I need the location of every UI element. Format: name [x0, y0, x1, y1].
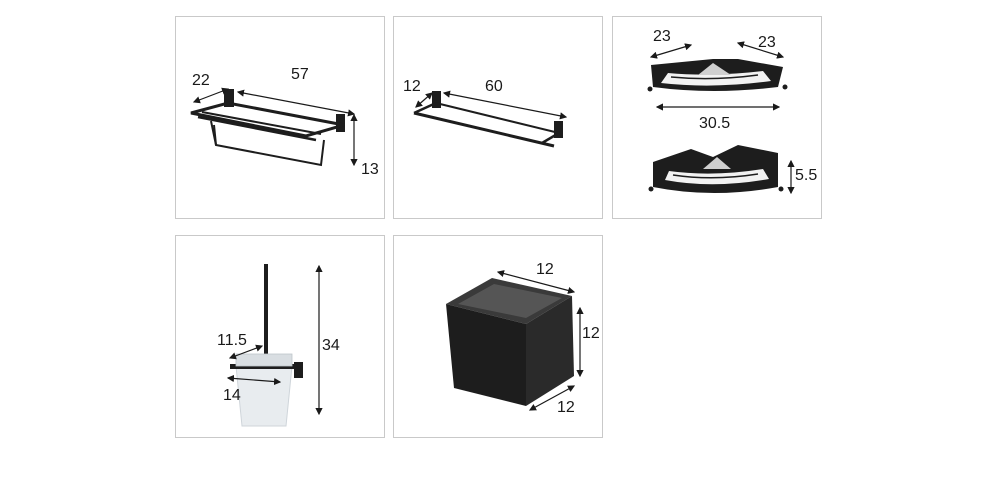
dim-label-depth: 11.5	[217, 332, 247, 349]
panel-corner-shelves: 23 23 30.5 5.5	[612, 16, 822, 219]
dim-label-length: 57	[291, 66, 309, 83]
dim-label-depth: 12	[403, 78, 421, 95]
towel-rack-shape	[190, 89, 345, 167]
panel-toilet-brush-holder: 11.5 34 14	[175, 235, 385, 438]
dim-label-width: 12	[536, 261, 554, 278]
panel-towel-rack: 22 57 13	[175, 16, 385, 219]
dim-label-width: 30.5	[699, 115, 731, 132]
toilet-brush-dimensions	[226, 264, 323, 416]
dim-label-depth: 12	[557, 399, 575, 416]
towel-bar-dimensions	[415, 90, 568, 120]
dim-label-height: 5.5	[795, 167, 818, 184]
dim-label-height: 34	[322, 337, 340, 354]
corner-shelves-dimensions	[649, 41, 795, 195]
dim-label-depth: 22	[192, 72, 210, 89]
corner-shelf-bottom	[648, 145, 784, 193]
towel-bar-shape	[413, 91, 563, 148]
towel-bar-illustration	[413, 90, 568, 148]
corner-shelves-illustration	[647, 41, 795, 195]
toilet-brush-illustration	[226, 264, 323, 427]
paper-box-dimensions	[496, 270, 584, 411]
paper-box-shape	[446, 278, 574, 406]
dim-label-length: 60	[485, 78, 503, 95]
towel-rack-illustration	[190, 87, 358, 167]
dim-label-width: 14	[223, 387, 241, 404]
panel-paper-holder-box: 12 12 12	[393, 235, 603, 438]
dim-label-side-a: 23	[653, 28, 671, 45]
panel-towel-bar: 12 60	[393, 16, 603, 219]
dim-label-height: 12	[582, 325, 600, 342]
corner-shelf-top	[647, 59, 788, 92]
dim-label-side-b: 23	[758, 34, 776, 51]
dim-label-height: 13	[361, 161, 379, 178]
paper-box-illustration	[446, 270, 584, 411]
towel-rack-dimensions	[192, 87, 358, 167]
